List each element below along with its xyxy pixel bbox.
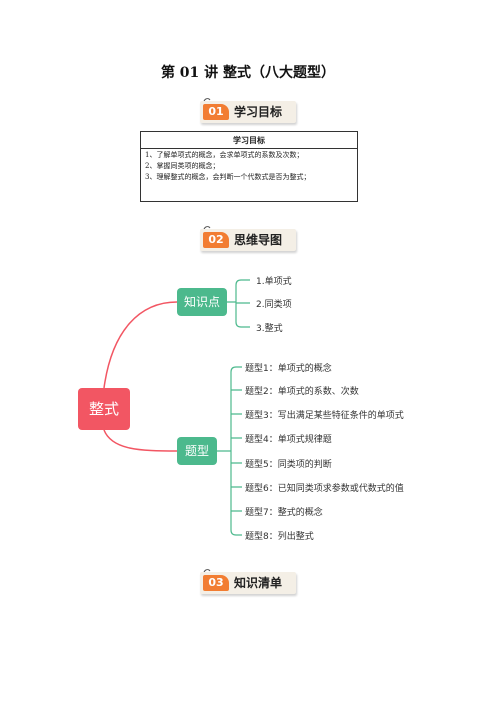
- mindmap-leaf: 题型6：已知同类项求参数或代数式的值: [245, 484, 404, 494]
- section-number: 02: [203, 232, 229, 248]
- connector-types-brace: [217, 366, 242, 536]
- section-tag-body: 03 知识清单: [200, 572, 296, 594]
- mindmap-leaf: 1.单项式: [256, 277, 292, 287]
- goals-row: 3、理解整式的概念，会判断一个代数式是否为整式；: [145, 173, 311, 181]
- goals-row: 1、了解单项式的概念，会求单项式的系数及次数；: [145, 151, 304, 159]
- section-number: 01: [203, 104, 229, 120]
- mindmap-leaf: 3.整式: [256, 324, 283, 334]
- mindmap-leaf: 题型5：同类项的判断: [245, 460, 332, 470]
- section-label: 学习目标: [234, 105, 283, 119]
- mindmap-leaf: 题型3：写出满足某些特征条件的单项式: [245, 411, 404, 421]
- goals-header: 学习目标: [141, 132, 357, 149]
- section-tag-mindmap: 02 思维导图: [200, 226, 298, 255]
- mindmap-leaf: 题型8：列出整式: [245, 532, 314, 542]
- mindmap-root: 整式: [78, 388, 130, 430]
- mindmap-branch-knowledge: 知识点: [177, 288, 227, 316]
- mindmap-branch-types: 题型: [177, 437, 217, 465]
- connector-root-types: [103, 429, 178, 452]
- mindmap-leaf: 题型1：单项式的概念: [245, 364, 332, 374]
- mindmap-leaf: 2.同类项: [256, 300, 292, 310]
- section-label: 思维导图: [234, 233, 283, 247]
- goals-row: 2、掌握同类项的概念；: [145, 162, 220, 170]
- section-number: 03: [203, 575, 229, 591]
- section-tag-goals: 01 学习目标: [200, 98, 298, 127]
- section-tag-body: 02 思维导图: [200, 229, 296, 251]
- section-label: 知识清单: [234, 576, 283, 590]
- page-title: 第 01 讲 整式（八大题型）: [160, 65, 336, 81]
- section-tag-body: 01 学习目标: [200, 101, 296, 123]
- mindmap-leaf: 题型7：整式的概念: [245, 508, 323, 518]
- mindmap-leaf: 题型2：单项式的系数、次数: [245, 387, 359, 397]
- connector-knowledge-brace: [227, 279, 250, 328]
- goals-table: 学习目标 1、了解单项式的概念，会求单项式的系数及次数； 2、掌握同类项的概念；…: [140, 131, 358, 202]
- connector-root-knowledge: [103, 301, 178, 389]
- mindmap-leaf: 题型4：单项式规律题: [245, 435, 332, 445]
- section-tag-knowledge-list: 03 知识清单: [200, 569, 298, 598]
